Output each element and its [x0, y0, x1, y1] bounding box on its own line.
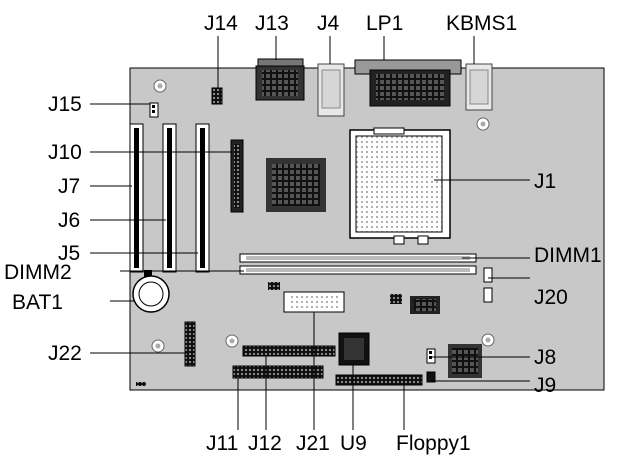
label-u9: U9	[340, 432, 367, 455]
label-floppy1: Floppy1	[396, 432, 471, 455]
label-j10: J10	[48, 141, 82, 164]
label-bat1: BAT1	[12, 291, 63, 314]
mounting-holes	[151, 79, 495, 353]
label-j22: J22	[48, 342, 82, 365]
label-j5: J5	[58, 242, 80, 265]
j10-connector	[230, 139, 244, 213]
label-dimm1: DIMM1	[534, 244, 602, 267]
label-j21: J21	[296, 432, 330, 455]
bat1-battery	[132, 270, 170, 313]
label-j6: J6	[58, 209, 80, 232]
j15-header	[149, 102, 159, 118]
jumper-block-2	[390, 294, 402, 304]
northbridge-chip	[266, 158, 326, 212]
label-j11: J11	[206, 432, 238, 455]
lp1-connector	[354, 59, 462, 107]
j4-connector	[317, 63, 345, 117]
j9-header	[426, 371, 436, 383]
jumper-block	[268, 282, 280, 290]
j8-header	[426, 348, 436, 364]
floppy1-connector	[335, 374, 423, 386]
j21-power-connector	[283, 291, 345, 313]
j14-header	[211, 87, 223, 105]
u9-chip	[338, 332, 370, 366]
label-j12: J12	[248, 432, 282, 455]
dimm2-slot	[239, 265, 477, 275]
label-j14: J14	[204, 12, 238, 35]
j20-header	[483, 267, 493, 303]
j11-connector	[232, 365, 324, 379]
j22-header	[184, 321, 196, 367]
label-dimm2: DIMM2	[4, 261, 72, 284]
label-j9: J9	[534, 374, 556, 397]
kbms1-connector	[465, 63, 493, 111]
label-lp1: LP1	[366, 12, 403, 35]
j7-slot	[129, 123, 144, 273]
j1-cpu-socket	[349, 127, 451, 245]
label-j7: J7	[58, 175, 80, 198]
label-j8: J8	[534, 346, 556, 369]
label-j1: J1	[534, 170, 556, 193]
dimm1-slot	[239, 253, 477, 263]
j12-connector	[242, 345, 336, 357]
j13-connector	[255, 58, 305, 101]
label-j20: J20	[534, 286, 568, 309]
small-jumper	[136, 382, 146, 386]
superio-chip	[448, 344, 482, 378]
j5-slot	[195, 123, 210, 273]
label-j4: J4	[317, 12, 340, 35]
leader-lines	[90, 36, 530, 430]
label-j13: J13	[255, 12, 289, 35]
label-kbms1: KBMS1	[446, 12, 517, 35]
j6-slot	[162, 123, 177, 273]
label-j15: J15	[48, 93, 82, 116]
southbridge-chip	[410, 296, 440, 314]
